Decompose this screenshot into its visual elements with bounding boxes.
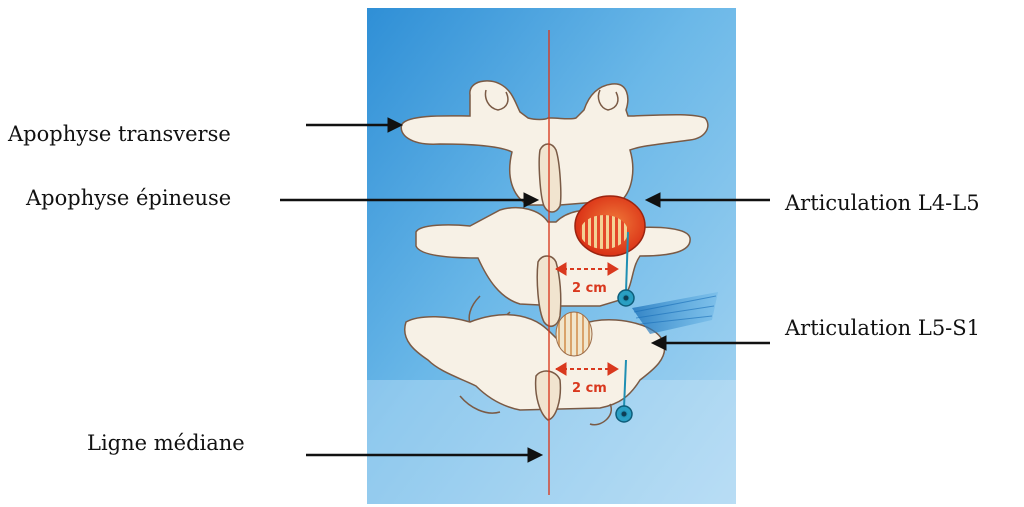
measure-lower-label: 2 cm (572, 381, 607, 396)
measure-upper-label: 2 cm (572, 281, 607, 296)
joint-l5-s1 (556, 312, 592, 356)
joint-l4-l5 (575, 196, 645, 256)
label-apophyse-epineuse: Apophyse épineuse (26, 188, 231, 209)
label-articulation-l5-s1: Articulation L5-S1 (785, 318, 980, 339)
label-articulation-l4-l5: Articulation L4-L5 (785, 193, 980, 214)
label-ligne-mediane: Ligne médiane (87, 433, 245, 454)
label-apophyse-transverse: Apophyse transverse (8, 124, 231, 145)
arrow-transverse (306, 118, 402, 132)
